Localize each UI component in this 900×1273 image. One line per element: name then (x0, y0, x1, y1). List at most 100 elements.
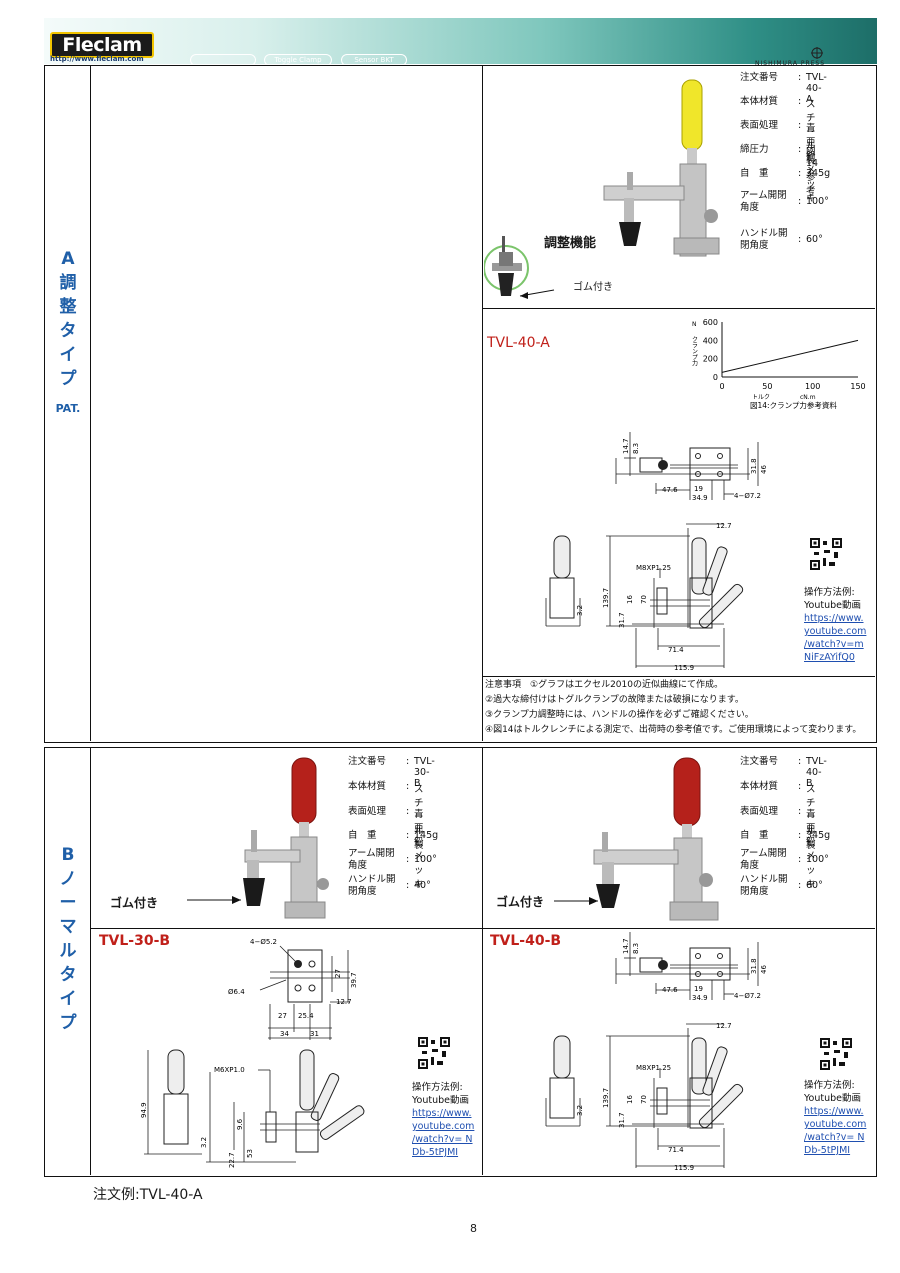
dimension-label: 34 (280, 1030, 289, 1038)
dimension-label: 25.4 (298, 1012, 314, 1020)
qr-code-icon[interactable] (810, 538, 842, 570)
page-number: 8 (470, 1222, 477, 1235)
youtube-link-b30[interactable]: 操作方法例:Youtube動画 https://www.youtube.com/… (412, 1082, 475, 1158)
notes: 注意事項 ①グラフはエクセル2010の近似曲線にて作成。②過大な締付けはトグルク… (485, 680, 862, 735)
spec-table-b30: 注文番号:TVL-30-B 本体材質:スチール製 表面処理:青亜鉛メッキ 自 重… (348, 756, 439, 897)
dimension-label: 47.6 (662, 486, 678, 494)
rubber-label: ゴム付き (110, 896, 159, 910)
dimension-label: 27 (278, 1012, 287, 1020)
dimension-label: M8XP1.25 (636, 1064, 671, 1072)
y-tick-label: 200 (703, 355, 718, 364)
y-tick-label: 600 (703, 318, 718, 327)
spec-table-a: 注文番号:TVL-40-A 本体材質:スチール製 表面処理:青亜鉛メッキ 締圧力… (740, 72, 831, 251)
dimension-label: 19 (694, 485, 703, 493)
dimension-label: M8XP1.25 (636, 564, 671, 572)
x-axis-label: トルク (752, 394, 770, 401)
dimension-label: 70 (640, 1095, 648, 1104)
adjust-function-label: 調整機能 (544, 236, 597, 251)
dimension-label: 19 (694, 985, 703, 993)
dimension-label: 31.8 (750, 958, 758, 974)
divider (482, 308, 875, 309)
section-a-sidebar (44, 65, 91, 741)
y-unit: N (692, 321, 697, 328)
dimension-label: 14.7 (622, 938, 630, 954)
dimension-label: 46 (760, 965, 768, 974)
divider (482, 65, 483, 741)
section-b-frame (44, 747, 877, 1177)
dimension-label: 3.2 (576, 1105, 584, 1116)
series-line (721, 339, 859, 373)
section-b-sidebar (44, 747, 91, 1175)
x-tick-label: 50 (762, 382, 772, 391)
qr-code-icon[interactable] (820, 1038, 852, 1070)
dimension-label: M6XP1.0 (214, 1066, 245, 1074)
dimension-label: 31 (310, 1030, 319, 1038)
dimension-label: 9.6 (236, 1118, 244, 1130)
dimension-label: 12.7 (336, 998, 352, 1006)
dimension-label: 12.7 (716, 1022, 732, 1030)
divider (90, 928, 875, 929)
rubber-label: ゴム付き (573, 282, 613, 293)
section-a-frame (44, 65, 877, 743)
dimension-label: Ø6.4 (228, 988, 245, 996)
press-logo-icon (811, 47, 823, 59)
youtube-link-b40[interactable]: 操作方法例:Youtube動画 https://www.youtube.com/… (804, 1080, 867, 1156)
dimension-label: 8.3 (632, 943, 640, 954)
dimension-label: 94.9 (140, 1102, 148, 1118)
y-tick-label: 0 (713, 373, 718, 382)
dimension-label: 115.9 (674, 664, 694, 672)
qr-code-icon[interactable] (418, 1037, 450, 1069)
dimension-label: 70 (640, 595, 648, 604)
brand-logo[interactable]: Fleclam (50, 32, 154, 58)
dimension-label: 139.7 (602, 588, 610, 608)
divider (482, 747, 483, 1175)
y-tick-label: 400 (703, 336, 718, 345)
order-example: 注文例:TVL-40-A (93, 1187, 203, 1203)
dimension-label: 47.6 (662, 986, 678, 994)
dimension-label: 34.9 (692, 994, 708, 1002)
dimension-label: 22.7 (228, 1152, 236, 1168)
dimension-label: 8.3 (632, 443, 640, 454)
youtube-link-a[interactable]: 操作方法例:Youtube動画 https://www.youtube.com/… (804, 587, 867, 663)
press-brand: NISHIMURA PRESS (755, 60, 826, 67)
x-tick-label: 0 (719, 382, 724, 391)
dimension-label: 31.7 (618, 612, 626, 628)
dimension-label: 139.7 (602, 1088, 610, 1108)
dimension-label: 4−Ø5.2 (250, 938, 277, 946)
y-axis-label: クランプ力 (691, 336, 698, 367)
dimension-label: 71.4 (668, 646, 684, 654)
dimension-label: 115.9 (674, 1164, 694, 1172)
dimension-label: 16 (626, 595, 634, 604)
tvl-30-b-photo (187, 757, 329, 919)
dimension-label: 31.8 (750, 458, 758, 474)
dimension-label: 3.2 (576, 605, 584, 616)
x-tick-label: 100 (805, 382, 820, 391)
model-title-a40: TVL-40-A (487, 335, 550, 351)
rubber-label: ゴム付き (496, 895, 545, 909)
model-title-b30: TVL-30-B (99, 933, 171, 949)
site-url[interactable]: http://www.fleclam.com (50, 55, 144, 63)
dimension-label: 12.7 (716, 522, 732, 530)
chart-caption: 図14:クランプ力参考資料 (750, 400, 837, 410)
dimension-label: 71.4 (668, 1146, 684, 1154)
dimension-label: 16 (626, 1095, 634, 1104)
dimension-label: 46 (760, 465, 768, 474)
dimension-label: 27 (334, 969, 342, 978)
dimension-label: 34.9 (692, 494, 708, 502)
x-tick-label: 150 (850, 382, 865, 391)
dimension-label: 4−Ø7.2 (734, 492, 761, 500)
dimension-label: 31.7 (618, 1112, 626, 1128)
divider (482, 676, 875, 677)
dimension-label: 53 (246, 1149, 254, 1158)
dimension-label: 4−Ø7.2 (734, 992, 761, 1000)
model-title-b40: TVL-40-B (490, 933, 562, 949)
header-banner (44, 18, 877, 64)
tvl-40-b-photo (554, 757, 719, 921)
dimension-label: 14.7 (622, 438, 630, 454)
